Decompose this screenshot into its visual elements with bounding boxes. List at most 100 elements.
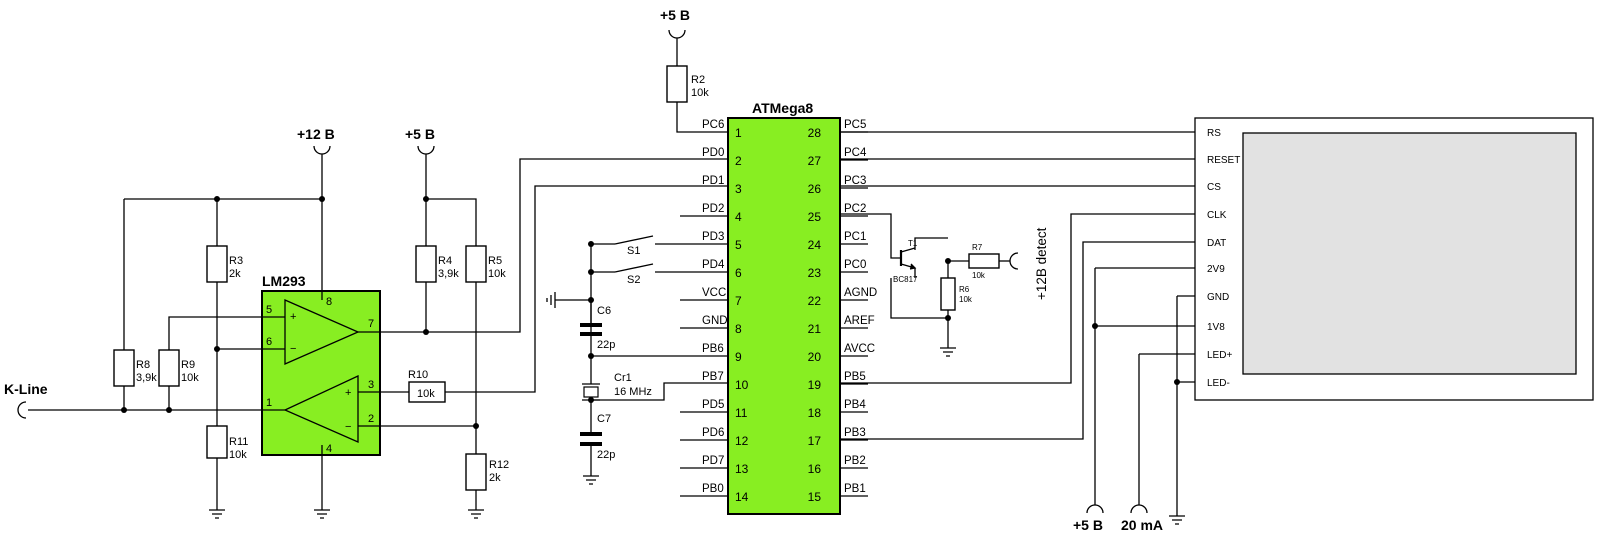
- r3-value: 2k: [229, 268, 241, 280]
- ground-c7-icon: [583, 475, 599, 485]
- mcu-right-pin-number: 16: [808, 462, 822, 476]
- r5-value: 10k: [488, 268, 506, 280]
- mcu-right-pin-label: PB4: [844, 399, 866, 411]
- resistor-r4: [415, 245, 437, 283]
- crystal-body: [583, 386, 599, 398]
- mcu-right-pin-number: 27: [808, 154, 822, 168]
- r6-value: 10k: [959, 295, 973, 304]
- ma20-connector-icon: [1130, 504, 1148, 514]
- lcd-pin-label: 2V9: [1207, 264, 1225, 275]
- lcd-pin-label: LED+: [1207, 350, 1232, 361]
- v5-top-connector-icon: [668, 29, 686, 40]
- lcd-pin-label: DAT: [1207, 238, 1226, 249]
- resistor-r9: [158, 349, 180, 387]
- mcu-left-pin-label: PD5: [702, 399, 724, 411]
- lm293-pin1: 1: [266, 397, 272, 409]
- mcu-right-pin-label: PC0: [844, 259, 866, 271]
- atmega8-chip: [727, 117, 841, 515]
- r11-name: R11: [229, 436, 248, 448]
- r9-name: R9: [181, 359, 195, 371]
- mcu-left-pin-label: VCC: [702, 287, 726, 299]
- mcu-left-pin-label: PB7: [702, 371, 724, 383]
- v5-top-label: +5 В: [660, 7, 690, 23]
- mcu-right-pin-number: 24: [808, 238, 822, 252]
- mcu-right-pin-label: PC5: [844, 119, 866, 131]
- comparator-lower-symbol: [283, 374, 359, 443]
- upper-minus-sign: −: [290, 343, 296, 355]
- r2-value: 10k: [691, 87, 709, 99]
- transistor-name: T1: [908, 239, 918, 248]
- lm293-pin5: 5: [266, 304, 272, 316]
- mcu-right-pin-number: 28: [808, 126, 822, 140]
- mcu-right-pin-label: PC4: [844, 147, 867, 159]
- mcu-left-pin-label: PB6: [702, 343, 724, 355]
- c6-plate-bottom: [580, 332, 602, 336]
- r6-name: R6: [959, 285, 970, 294]
- lower-plus-sign: +: [345, 387, 351, 399]
- power-connectors: [17, 29, 1148, 514]
- wires: [28, 40, 1195, 516]
- mcu-left-pin-number: 13: [735, 462, 749, 476]
- mcu-left-pin-label: PB0: [702, 483, 724, 495]
- lm293-pin8: 8: [326, 296, 332, 308]
- r12-value: 2k: [489, 472, 501, 484]
- lcd-pin-label: GND: [1207, 292, 1229, 303]
- mcu-right-pin-number: 15: [808, 490, 822, 504]
- c7-plate-bottom: [580, 442, 602, 446]
- ground-symbols: [209, 292, 1185, 525]
- upper-plus-sign: +: [290, 311, 296, 323]
- mcu-right-pin-number: 18: [808, 406, 822, 420]
- mcu-left-pin-number: 4: [735, 210, 742, 224]
- switch-s1-label: S1: [627, 245, 640, 257]
- lm293-title: LM293: [262, 273, 306, 289]
- comparator-upper-symbol: [284, 299, 360, 365]
- junction-dots: [121, 196, 1180, 429]
- resistor-r2: [666, 65, 688, 103]
- atmega8-title: ATMega8: [752, 100, 813, 116]
- lcd-pin-label: 1V8: [1207, 322, 1225, 333]
- mcu-left-pin-number: 6: [735, 266, 742, 280]
- r3-name: R3: [229, 255, 243, 267]
- mcu-left-pin-number: 3: [735, 182, 742, 196]
- mcu-right-pin-label: PC2: [844, 203, 866, 215]
- mcu-right-pin-label: AREF: [844, 315, 875, 327]
- c6-value: 22p: [597, 339, 615, 351]
- detect-connector-icon: [1009, 252, 1019, 270]
- crystal-name: Cr1: [614, 372, 632, 384]
- c7-value: 22p: [597, 449, 615, 461]
- r2-name: R2: [691, 74, 705, 86]
- crystal-value: 16 MHz: [614, 386, 652, 398]
- mcu-right-pin-label: PB1: [844, 483, 866, 495]
- ground-r12-icon: [468, 509, 484, 519]
- mcu-left-pin-number: 9: [735, 350, 742, 364]
- v5-left-connector-icon: [417, 145, 435, 156]
- mcu-left-pin-label: PD4: [702, 259, 725, 271]
- lm293-pin6: 6: [266, 336, 272, 348]
- r8-value: 3,9k: [136, 372, 157, 384]
- lcd-screen: [1242, 132, 1577, 375]
- resistor-labels: R2 10k R3 2k R4 3,9k R5 10k R8 3,9k R9 1…: [136, 74, 986, 484]
- mcu-left-pin-number: 10: [735, 378, 749, 392]
- mcu-left-pin-label: PD7: [702, 455, 724, 467]
- mcu-left-pin-number: 11: [735, 406, 748, 420]
- lcd-pin-label: RS: [1207, 128, 1221, 139]
- v12-connector-icon: [313, 145, 331, 156]
- mcu-right-pin-number: 21: [808, 322, 822, 336]
- mcu-left-pin-label: PD2: [702, 203, 724, 215]
- r10-name: R10: [408, 369, 428, 381]
- mcu-right-pin-label: AVCC: [844, 343, 875, 355]
- mcu-left-pin-number: 7: [735, 294, 742, 308]
- resistor-r10: [408, 381, 446, 403]
- lm293-chip: [261, 290, 381, 456]
- v5-bottom-label: +5 В: [1073, 517, 1103, 533]
- c6-name: C6: [597, 305, 611, 317]
- kline-connector-icon: [17, 401, 27, 419]
- mcu-left-pin-label: PD1: [702, 175, 724, 187]
- r8-name: R8: [136, 359, 150, 371]
- lcd-pin-label: CLK: [1207, 210, 1227, 221]
- mcu-right-pin-label: PB3: [844, 427, 866, 439]
- lcd-pin-label: CS: [1207, 182, 1221, 193]
